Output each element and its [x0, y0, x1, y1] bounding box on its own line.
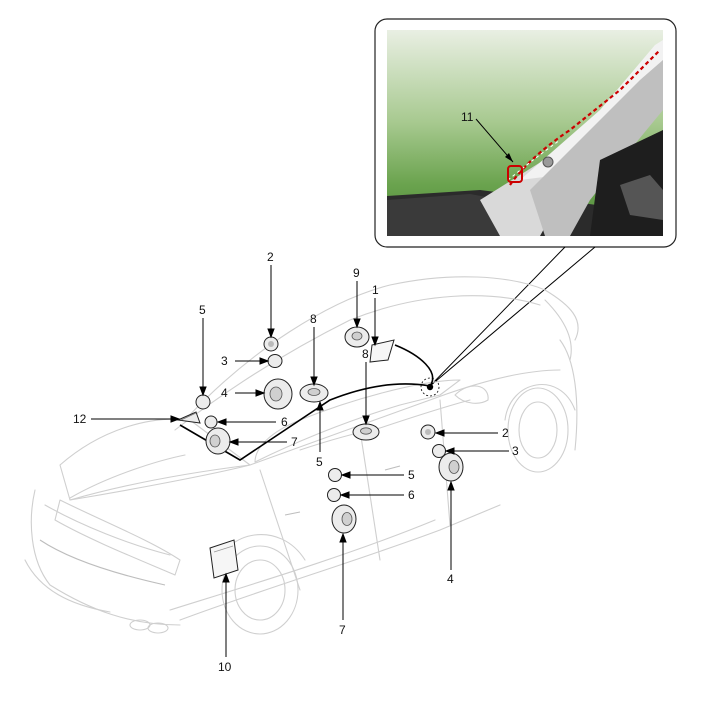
grommet-rear	[204, 415, 218, 429]
callout-10: 10	[218, 660, 232, 674]
inset-photo-panel: 11	[374, 18, 677, 248]
door-speaker-rear-right	[331, 504, 357, 534]
callout-6-rear: 6	[281, 415, 288, 429]
door-speaker-rear-left	[263, 378, 293, 410]
callout-4-roof: 4	[221, 386, 228, 400]
callout-7-bottom: 7	[339, 623, 346, 637]
vehicle-outline	[24, 276, 579, 635]
woofer-rear-left	[205, 427, 231, 455]
callout-3-right: 3	[512, 444, 519, 458]
door-speaker-front-right	[438, 452, 464, 482]
antenna-module	[369, 339, 395, 363]
callout-9: 9	[353, 266, 360, 280]
inset-connector-right	[429, 246, 596, 387]
callout-12: 12	[73, 412, 87, 426]
tweeter-door-rear-right	[328, 468, 342, 482]
callout-6-door: 6	[408, 488, 415, 502]
amplifier	[209, 539, 239, 579]
rear-shelf-speaker-right	[352, 423, 380, 441]
callout-4-right: 4	[447, 572, 454, 586]
callout-5-door: 5	[408, 468, 415, 482]
callout-7-rear: 7	[291, 435, 298, 449]
roof-cable-branch	[394, 344, 434, 387]
grommet-door-rear-right	[327, 488, 341, 502]
a-pillar-photo	[387, 30, 663, 236]
callout-2-right: 2	[502, 426, 509, 440]
leader-lines	[91, 265, 509, 657]
callout-8-mid: 8	[310, 312, 317, 326]
callout-3-roof: 3	[221, 354, 228, 368]
callout-11: 11	[461, 110, 474, 124]
callout-8-right: 8	[362, 347, 369, 361]
callout-5-rear: 5	[199, 303, 206, 317]
tweeter-roof	[263, 336, 279, 352]
inset-connector-left	[429, 246, 566, 387]
tweeter-front-right	[420, 424, 436, 440]
grommet-roof	[267, 354, 283, 368]
rear-shelf-speaker-left	[299, 383, 329, 403]
callout-2-roof: 2	[267, 250, 274, 264]
roof-cable	[179, 383, 431, 461]
cable-connection-point	[426, 383, 434, 391]
center-speaker	[344, 326, 370, 348]
inset-leader	[475, 118, 514, 163]
callout-1: 1	[372, 283, 379, 297]
callout-5-mid: 5	[316, 455, 323, 469]
shark-fin-antenna	[176, 411, 201, 424]
tweeter-rear	[195, 394, 211, 410]
